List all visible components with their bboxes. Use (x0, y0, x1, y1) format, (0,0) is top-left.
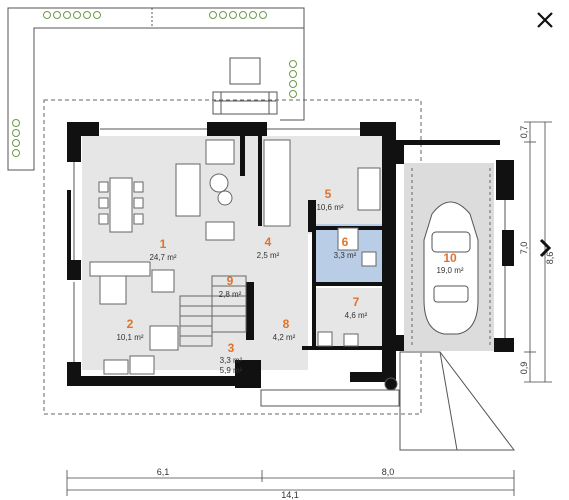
close-button[interactable] (531, 6, 559, 34)
room-7-area: 4,6 m² (345, 311, 368, 320)
dimension-right-total: 8,6 (545, 252, 555, 265)
dimension-bottom-total: 14,1 (281, 490, 299, 500)
room-2-area: 10,1 m² (116, 333, 143, 342)
terrace (7, 7, 305, 171)
room-3-area-2: 5,9 m² (220, 366, 243, 375)
room-7-number: 7 (353, 295, 360, 309)
room-4-area: 2,5 m² (257, 251, 280, 260)
windows (73, 128, 506, 362)
room-6-area: 3,3 m² (334, 251, 357, 260)
room-10-number: 10 (443, 251, 457, 265)
chevron-right-icon[interactable] (539, 238, 552, 258)
furniture (89, 139, 381, 375)
room-9-number: 9 (227, 274, 234, 288)
stairs (179, 275, 247, 347)
walls (67, 122, 514, 388)
room-8-area: 4,2 m² (273, 333, 296, 342)
room-10-area: 19,0 m² (436, 266, 463, 275)
room-5-number: 5 (325, 187, 332, 201)
room-6-number: 6 (342, 235, 349, 249)
dimension-right-mid: 7,0 (519, 242, 529, 255)
dimension-bottom-right: 8,0 (382, 467, 395, 477)
room-1-area: 24,7 m² (149, 253, 176, 262)
terrace-plants (12, 11, 297, 157)
entrance (260, 351, 516, 451)
room-labels: 1 24,7 m² 2 10,1 m² 3 3,3 m² 5,9 m² 4 2,… (116, 187, 463, 375)
dimension-right-bottom: 0,9 (519, 362, 529, 375)
room-3-area: 3,3 m² (220, 356, 243, 365)
dimension-labels: 6,1 8,0 14,1 0,7 7,0 0,9 8,6 (157, 126, 555, 500)
dimension-bottom-left: 6,1 (157, 467, 170, 477)
dimension-lines (66, 121, 552, 496)
room-3-number: 3 (228, 341, 235, 355)
room-4-number: 4 (265, 235, 272, 249)
dimension-right-top: 0,7 (519, 126, 529, 139)
room-2-number: 2 (127, 317, 134, 331)
room-9-area: 2,8 m² (219, 290, 242, 299)
room-5-area: 10,6 m² (316, 203, 343, 212)
close-icon (537, 12, 553, 28)
terrace-furniture (212, 57, 278, 115)
car-icon (423, 201, 479, 335)
room-8-number: 8 (283, 317, 290, 331)
room-1-number: 1 (160, 237, 167, 251)
